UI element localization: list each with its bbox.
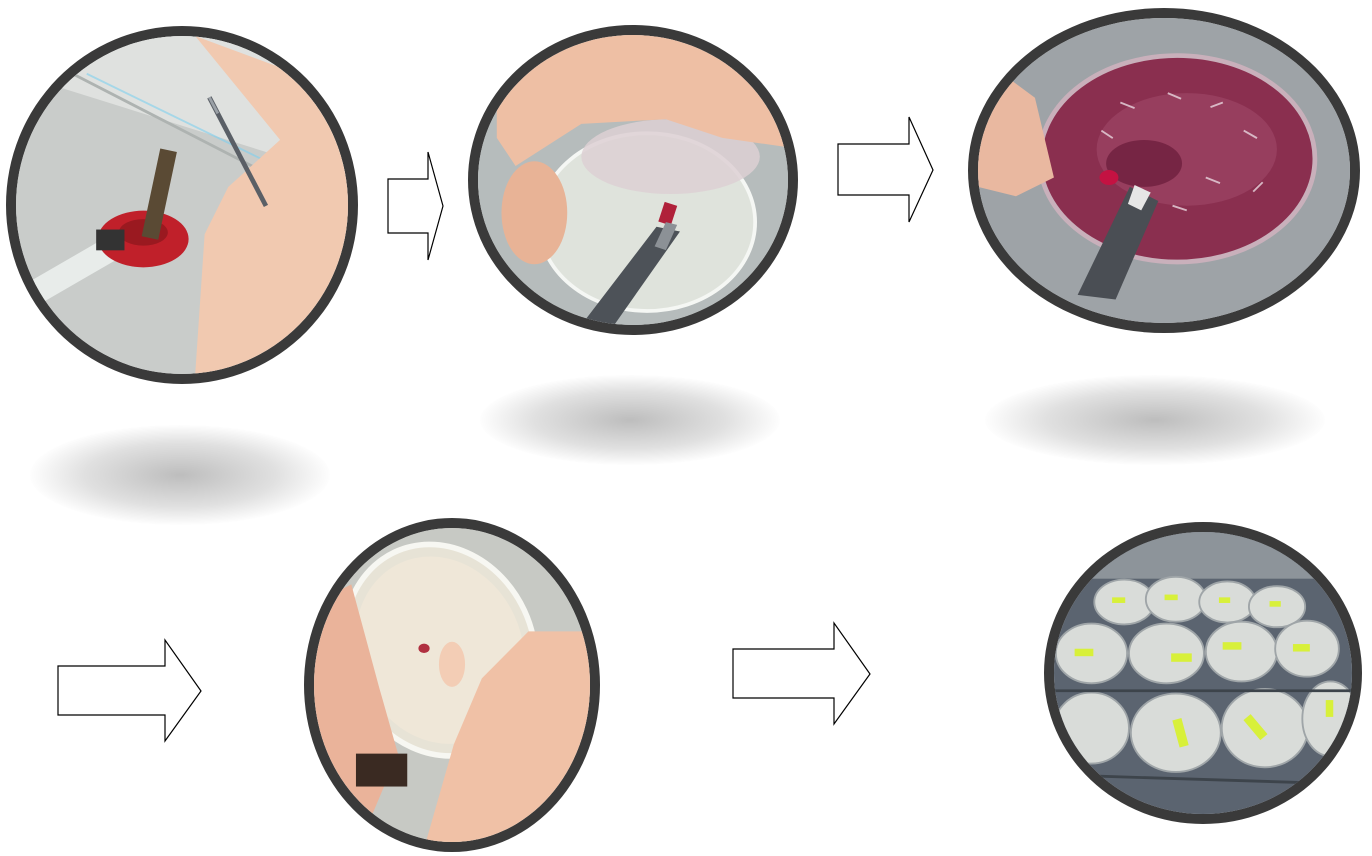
- arrow-right-icon-4: [733, 623, 871, 725]
- arrow-right-icon-1: [388, 152, 444, 260]
- step-5-photo: [1044, 522, 1362, 824]
- arrow-right-icon-3: [58, 640, 202, 742]
- step-3-shadow: [985, 375, 1325, 465]
- step-4-photo: [304, 518, 600, 852]
- arrow-right-icon-2: [838, 117, 934, 223]
- step-2-photo: [468, 25, 798, 335]
- step-1-photo: [6, 26, 358, 384]
- step-2-shadow: [480, 375, 780, 465]
- step-3-photo: [968, 8, 1360, 333]
- step-1-shadow: [30, 425, 330, 525]
